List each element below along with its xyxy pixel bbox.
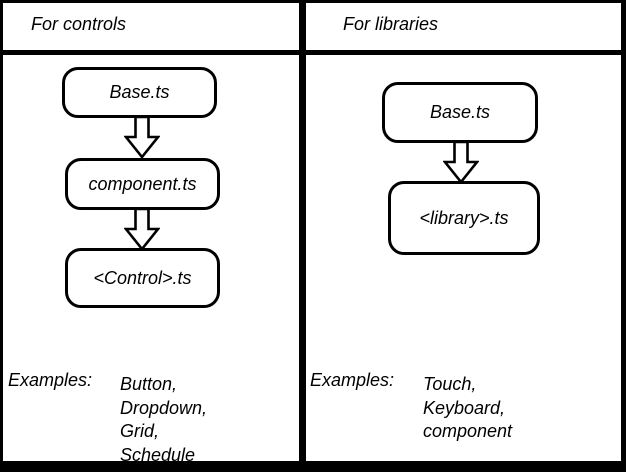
right-examples-label: Examples: [310,370,395,390]
example-item: Touch, [423,374,477,394]
left-panel-title: For controls [31,14,127,34]
header-separator-line [0,50,626,55]
example-item: Dropdown, [120,397,208,418]
outer-border-right [621,0,626,472]
example-item: Button, [120,374,178,394]
outer-border-bottom [0,461,626,472]
node-label: Base.ts [109,82,170,102]
down-arrow-icon [124,116,160,159]
node-base-ts-controls: Base.ts [62,67,217,118]
outer-border-left [0,0,3,472]
node-component-ts: component.ts [65,158,220,210]
node-label: Base.ts [429,102,491,122]
left-examples-list: Button, Dropdown, Grid, Schedule [120,373,207,467]
example-item: Grid, [120,421,160,442]
node-label: component.ts [88,173,197,194]
panel-divider [299,0,306,472]
right-panel-title: For libraries [343,14,439,34]
left-examples-label: Examples: [8,370,93,390]
node-library-ts: <library>.ts [388,181,540,255]
down-arrow-icon [443,141,479,184]
down-arrow-icon [124,208,160,251]
node-label: <Control>.ts [93,267,192,288]
node-base-ts-libraries: Base.ts [382,82,538,143]
example-item: Schedule [120,444,196,465]
node-label: <library>.ts [419,207,509,228]
node-control-ts: <Control>.ts [65,248,220,308]
example-item: component [423,421,513,442]
example-item: Keyboard, [423,397,506,418]
right-examples-list: Touch, Keyboard, component [423,373,512,444]
outer-border-top [0,0,626,3]
